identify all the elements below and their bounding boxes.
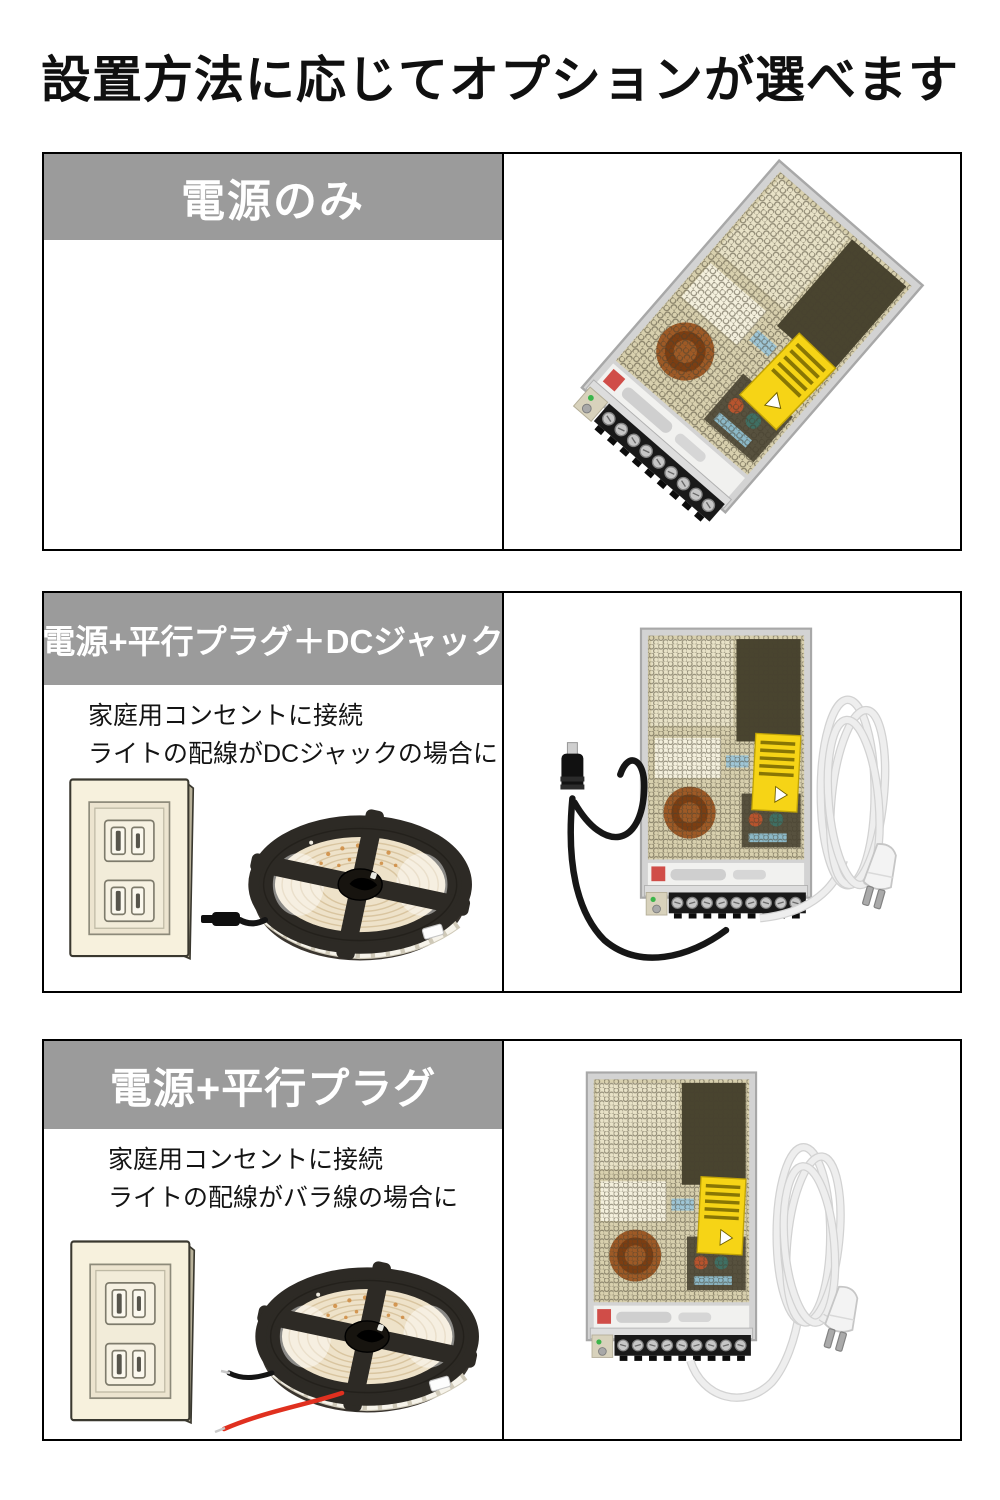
card1-right-cell	[504, 154, 960, 549]
card3-description-line-1: 家庭用コンセントに接続	[108, 1146, 384, 1174]
card2-description-line-2: ライトの配線がDCジャックの場合に	[88, 740, 498, 768]
card3-illustrations	[70, 1041, 502, 1439]
card2-header-bar: 電源+平行プラグ＋DCジャック	[42, 593, 504, 685]
card1-header-label: 電源のみ	[181, 177, 365, 226]
card2-description-line-1: 家庭用コンセントに接続	[88, 702, 364, 730]
card1-header-bar: 電源のみ	[44, 154, 502, 240]
card3-left-cell: 電源+平行プラグ 家庭用コンセントに接続 ライトの配線がバラ線の場合に	[44, 1041, 504, 1439]
power-supply-unit	[585, 1071, 758, 1362]
power-supply-with-cables-photo	[560, 627, 903, 961]
page-title: 設置方法に応じてオプションが選べます	[41, 52, 959, 108]
card1-left-cell: 電源のみ	[44, 154, 504, 549]
led-reel-image	[235, 787, 485, 982]
card2-description: 家庭用コンセントに接続 ライトの配線がDCジャックの場合に	[44, 685, 502, 773]
card3-description-line-2: ライトの配線がバラ線の場合に	[108, 1184, 459, 1212]
power-supply-photo	[565, 159, 924, 532]
led-reel-image	[242, 1239, 492, 1434]
option-card-power-parallel-plug: 電源+平行プラグ 家庭用コンセントに接続 ライトの配線がバラ線の場合に	[42, 1039, 962, 1441]
power-supply-with-cord-photo	[585, 1071, 865, 1402]
wall-outlet-image	[70, 1240, 196, 1424]
card2-left-cell: 電源+平行プラグ＋DCジャック 家庭用コンセントに接続 ライトの配線がDCジャッ…	[42, 593, 504, 991]
card2-header-label: 電源+平行プラグ＋DCジャック	[42, 623, 504, 660]
power-supply-unit	[639, 627, 813, 920]
card2-illustrations	[69, 778, 502, 991]
card3-right-cell	[504, 1041, 960, 1439]
option-card-power-parallel-dc-jack: 電源+平行プラグ＋DCジャック 家庭用コンセントに接続 ライトの配線がDCジャッ…	[42, 591, 962, 993]
card2-right-cell	[504, 593, 960, 991]
card3-description: 家庭用コンセントに接続 ライトの配線がバラ線の場合に	[44, 1129, 502, 1217]
ac-power-cord	[686, 1142, 845, 1402]
bare-wires	[214, 1369, 345, 1434]
wall-outlet-image	[69, 778, 195, 960]
dc-jack-connector	[201, 912, 268, 927]
option-card-power-only: 電源のみ	[42, 152, 962, 551]
dc-plug-cable	[560, 742, 730, 961]
card3-header-bar: 電源+平行プラグ	[44, 1041, 502, 1129]
card3-header-label: 電源+平行プラグ	[109, 1064, 437, 1112]
